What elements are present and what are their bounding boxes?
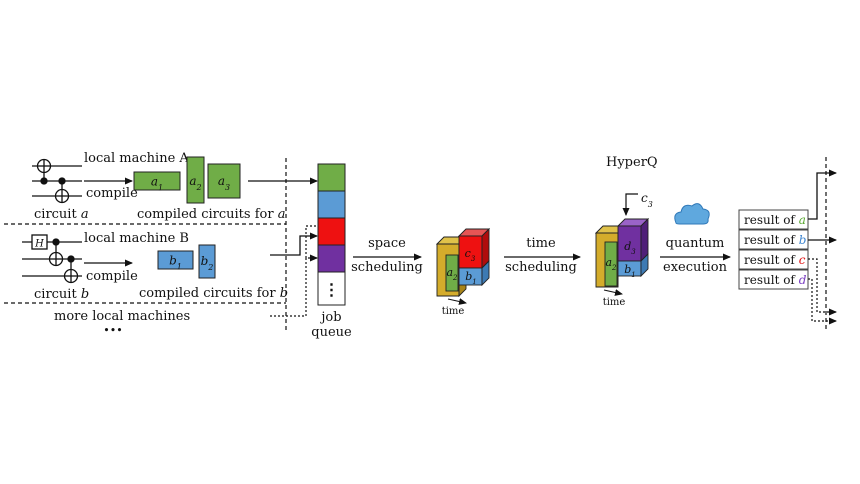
c3-incoming-arrow bbox=[622, 193, 638, 216]
compiled-block-b1: b1 bbox=[157, 250, 194, 271]
arrow-more-to-queue-1 bbox=[270, 254, 318, 317]
compiled-block-b2: b2 bbox=[198, 244, 216, 279]
compile-b-label: compile bbox=[86, 269, 138, 284]
time-stack-b1: b1 bbox=[624, 263, 636, 279]
job-queue-label-line2: queue bbox=[311, 325, 352, 340]
arrow-result-a-out bbox=[808, 169, 837, 220]
space-time-axis-label: time bbox=[442, 306, 465, 317]
quantum-execution-line1: quantum bbox=[666, 236, 725, 251]
circuit-b-diagram bbox=[22, 234, 82, 284]
job-queue-label-line1: job bbox=[319, 310, 341, 325]
svg-text:result of a: result of a bbox=[744, 213, 806, 227]
more-local-machines-label: more local machines bbox=[54, 309, 190, 324]
time-axis-arrow bbox=[603, 289, 623, 296]
result-a: result of a bbox=[738, 209, 809, 230]
time-scheduled-stack bbox=[594, 217, 650, 288]
space-scheduled-stack bbox=[435, 227, 491, 298]
quantum-execution-line2: execution bbox=[663, 260, 728, 275]
result-d: result of d bbox=[738, 269, 809, 290]
space-time-axis-arrow bbox=[447, 298, 467, 305]
result-b: result of b bbox=[738, 229, 809, 250]
space-scheduling-line2: scheduling bbox=[351, 260, 423, 275]
compiled-block-a1: a1 bbox=[133, 171, 181, 192]
arrow-machine-b-to-queue bbox=[270, 232, 318, 256]
space-stack-c3: c3 bbox=[465, 247, 476, 263]
results-list: result of a result of b result of c resu… bbox=[738, 209, 809, 290]
time-scheduling-line1: time bbox=[526, 236, 556, 251]
time-axis-label: time bbox=[603, 297, 626, 308]
svg-text:result of d: result of d bbox=[744, 273, 807, 287]
cloud-icon bbox=[674, 203, 710, 225]
local-machine-b-label: local machine B bbox=[84, 231, 189, 246]
compiled-block-a3: a3 bbox=[207, 163, 241, 199]
svg-text:result of b: result of b bbox=[744, 233, 806, 247]
compile-a-label: compile bbox=[86, 186, 138, 201]
job-queue bbox=[317, 163, 346, 306]
result-c: result of c bbox=[738, 249, 809, 270]
hyperq-label: HyperQ bbox=[606, 155, 658, 170]
arrow-more-to-queue-2 bbox=[305, 225, 317, 258]
arrow-result-d-out bbox=[808, 278, 837, 325]
c3-label: c3 bbox=[641, 191, 653, 209]
circuit-a-caption: circuit a bbox=[34, 207, 89, 222]
space-stack-a2: a2 bbox=[446, 266, 458, 282]
time-stack-a2: a2 bbox=[605, 256, 617, 272]
compiled-circuits-a-caption: compiled circuits for a bbox=[137, 207, 285, 222]
space-stack-b1: b1 bbox=[465, 270, 477, 286]
job-queue-ellipsis: ⋮ bbox=[324, 280, 340, 299]
circuit-b-caption: circuit b bbox=[34, 287, 89, 302]
local-machine-a-label: local machine A bbox=[84, 151, 189, 166]
arrow-result-c-out bbox=[808, 258, 837, 316]
svg-text:result of c: result of c bbox=[744, 253, 806, 267]
compiled-block-a2: a2 bbox=[186, 156, 205, 204]
time-scheduling-line2: scheduling bbox=[505, 260, 577, 275]
compiled-circuits-b-caption: compiled circuits for b bbox=[139, 286, 288, 301]
hadamard-gate-label: H bbox=[34, 239, 44, 250]
space-scheduling-line1: space bbox=[368, 236, 406, 251]
circuit-a-diagram bbox=[32, 158, 82, 204]
more-machines-ellipsis: ••• bbox=[103, 324, 122, 337]
